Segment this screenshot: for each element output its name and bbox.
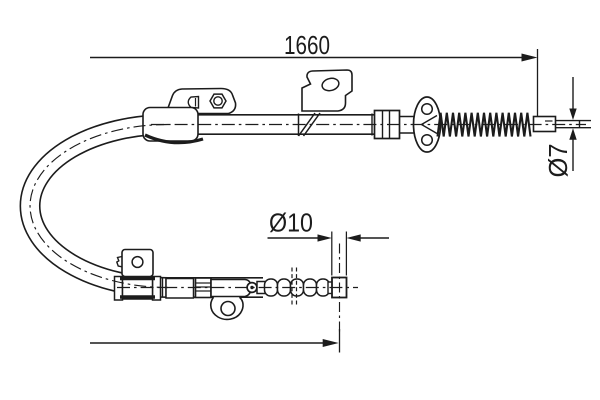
dia7-arrow-down-icon (569, 108, 577, 120)
dimension-overall-length: 1660 (90, 30, 539, 116)
lower-dim-arrow-icon (322, 339, 339, 347)
dimension-lower-length (90, 329, 341, 353)
lower-bracket-notch (115, 255, 123, 268)
dim-label-1660: 1660 (284, 30, 330, 60)
conduit-sleeve (165, 277, 195, 299)
dimension-barrel-diameter: Ø10 (267, 208, 389, 276)
dimension-rod-diameter: Ø7 (543, 77, 577, 178)
anchor-bracket-hole (220, 300, 236, 317)
ferrule-diagonal-1 (297, 112, 316, 137)
cable-body (19, 114, 374, 298)
flange-cone (421, 114, 438, 135)
flange-hole-top (420, 102, 434, 116)
upper-branch (142, 69, 591, 153)
dia7-arrow-up-icon (569, 128, 577, 140)
lower-branch (113, 248, 348, 321)
centerlines (29, 123, 586, 332)
curve-centerline (29, 123, 169, 289)
coil-spring (436, 112, 532, 137)
bracket-2-hole (321, 77, 340, 92)
dim-label-dia10: Ø10 (269, 208, 313, 238)
dim-label-dia7: Ø7 (543, 144, 573, 178)
lower-bracket-hole (131, 255, 144, 269)
flange-hole-bottom (420, 133, 434, 147)
cable-inner (21, 115, 374, 297)
dia10-arrow-right-icon (317, 234, 332, 242)
dia10-arrow-left-icon (346, 234, 361, 242)
dim-arrow-right-icon (521, 53, 538, 62)
hex-bolt-hole (213, 96, 223, 106)
bracket-1-slot (187, 95, 200, 109)
cable-sleeve-heavy-edge (144, 133, 204, 145)
